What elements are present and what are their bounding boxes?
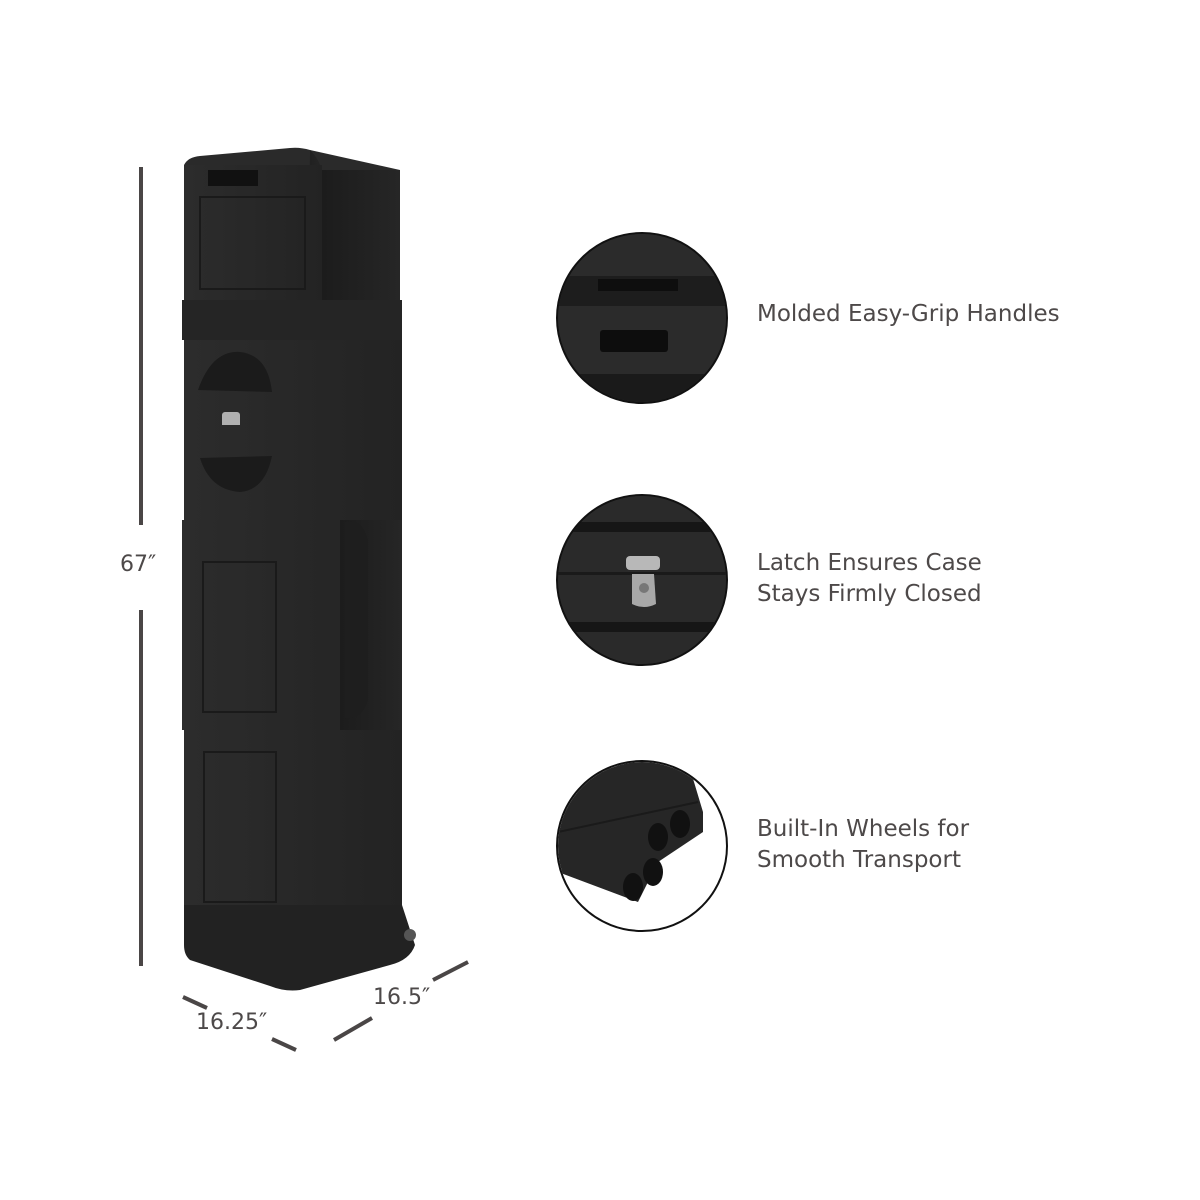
feature-text-line: Smooth Transport [757,847,961,873]
width-dimension-label: 16.5″ [373,985,431,1010]
height-dimension-label: 67″ [120,552,157,577]
latch-closeup-image [556,494,728,666]
product-case-image [0,0,500,1000]
feature-text-line: Molded Easy-Grip Handles [757,301,1060,327]
depth-dimension-label: 16.25″ [196,1010,268,1035]
height-dimension-line-bottom [139,610,143,966]
feature-text-line: Built-In Wheels for [757,816,970,842]
height-dimension-line-top [139,167,143,525]
feature-handles-text: Molded Easy-Grip Handles [757,299,1060,330]
feature-text-line: Latch Ensures Case [757,550,982,576]
depth-line-right [271,1037,297,1052]
feature-text-line: Stays Firmly Closed [757,581,982,607]
feature-wheels-text: Built-In Wheels for Smooth Transport [757,814,969,876]
wheels-closeup-image [556,760,728,932]
handle-closeup-image [556,232,728,404]
width-line-left [332,1016,374,1042]
feature-latch-text: Latch Ensures Case Stays Firmly Closed [757,548,982,610]
